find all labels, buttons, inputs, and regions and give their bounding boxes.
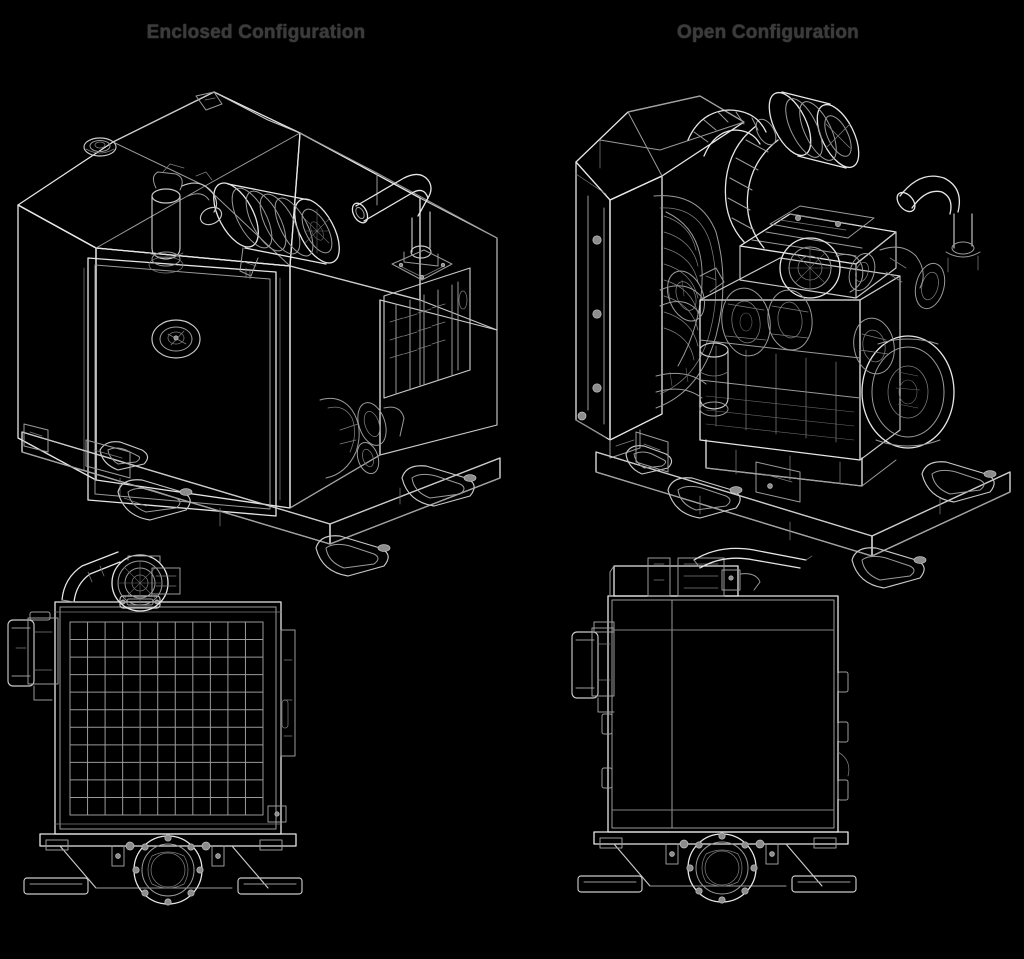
lifting-eye [83, 137, 117, 157]
injection-pump [767, 289, 813, 351]
accessory-drive-pulley [853, 317, 895, 375]
left-side-flange [591, 627, 615, 697]
coupling-mount-post [111, 845, 225, 867]
exhaust-elbow [896, 175, 981, 273]
panel-title-open: Open Configuration [677, 22, 859, 43]
coolant-hose [655, 279, 707, 399]
skid-base-rails [21, 431, 501, 545]
flywheel-housing [861, 335, 955, 449]
radiator-core-face [611, 599, 835, 829]
air-cleaner-canister [768, 91, 860, 169]
sheet-metal-enclosure [17, 91, 498, 509]
left-side-flange [27, 617, 59, 685]
vibration-isolator-foot [401, 465, 477, 507]
vibration-isolator-foot [99, 441, 149, 471]
vibration-isolator-foot [667, 477, 743, 519]
fuel-filter-canister [148, 163, 185, 274]
engine-mount-bracket [755, 461, 801, 503]
intake-elbow [181, 171, 223, 226]
pump-coupling-flange [125, 834, 211, 906]
pump-coupling-flange [679, 832, 765, 904]
vibration-isolator-foot [851, 547, 927, 589]
lower-right-bracket [267, 805, 287, 823]
air-cleaner-canister [213, 182, 340, 280]
air-cleaner-end-view [111, 554, 181, 612]
oil-pan [705, 439, 897, 487]
engine-block [699, 257, 901, 461]
vibration-isolator-foot [921, 461, 997, 503]
enclosed-front-view [7, 551, 303, 906]
right-side-bracket [837, 671, 850, 801]
panel-latch-handle[interactable] [151, 319, 201, 359]
panel-title-enclosed: Enclosed Configuration [146, 22, 366, 43]
radiator-frame [607, 595, 839, 833]
vibration-isolator-foot [315, 535, 391, 577]
intake-hose [724, 118, 779, 249]
skid-base-feet [23, 833, 303, 895]
timing-cover [721, 287, 771, 357]
radiator-core-and-tank [575, 95, 745, 459]
exhaust-manifold [879, 246, 946, 310]
open-isometric-view [575, 91, 1011, 589]
grille-frame [54, 601, 282, 835]
side-mounted-tank [7, 611, 53, 701]
cooling-fan [663, 211, 703, 367]
front-lower-bracket [635, 431, 669, 473]
top-mounted-air-cleaner [609, 557, 761, 597]
right-side-panel [280, 629, 296, 757]
starter-motor [666, 267, 725, 322]
vibration-isolator-foot [117, 479, 193, 521]
exhaust-stack [61, 551, 121, 603]
open-front-view [571, 547, 857, 904]
louvered-vent-panel [383, 267, 471, 399]
top-deck-bracket [195, 91, 223, 111]
vibration-isolator-foot [625, 445, 673, 475]
exhaust-outlet-pipe [351, 173, 453, 281]
side-bracket [85, 439, 131, 479]
exhaust-stack [693, 547, 813, 569]
intake-elbow [687, 109, 767, 157]
oil-filter [699, 342, 729, 417]
radiator-protective-grille [69, 621, 264, 816]
left-side-bracket [601, 713, 613, 789]
valve-cover [769, 205, 875, 239]
side-bracket [23, 423, 49, 453]
turbocharger [779, 237, 876, 299]
fan-shroud [653, 195, 724, 409]
top-latch-hasp[interactable] [119, 595, 161, 609]
accessory-drive-detail [319, 397, 405, 479]
skid-base-rails [595, 451, 1011, 557]
coupling-mount-post [665, 843, 779, 865]
skid-base-feet [577, 831, 857, 893]
side-mounted-tank [571, 621, 615, 713]
cylinder-head [739, 213, 897, 299]
enclosed-isometric-view [17, 91, 501, 577]
hinged-access-panel[interactable] [83, 257, 281, 517]
